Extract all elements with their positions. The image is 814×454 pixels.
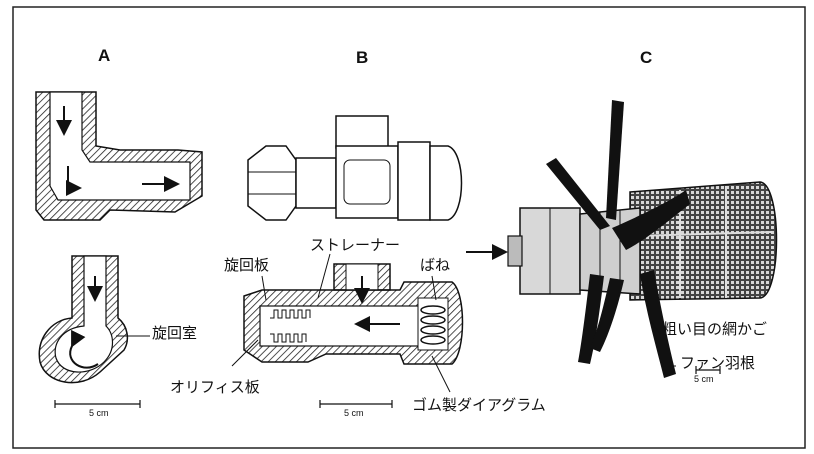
scale-label-a: 5 cm — [89, 408, 109, 418]
label-strainer: ストレーナー — [310, 236, 401, 254]
label-fan-blades: ファン羽根 — [680, 354, 756, 372]
scale-label-b: 5 cm — [344, 408, 364, 418]
panel-label-b: B — [356, 48, 369, 67]
label-coarse-mesh-basket: 粗い目の網かご — [662, 320, 768, 338]
valve-exterior-diagram — [247, 115, 463, 221]
label-swirl-chamber: 旋回室 — [152, 324, 198, 342]
label-rubber-diaphragm: ゴム製ダイアグラム — [412, 396, 546, 414]
label-orifice-plate: オリフィス板 — [170, 378, 260, 396]
panel-label-c: C — [640, 48, 653, 67]
scale-label-c: 5 cm — [694, 374, 714, 384]
panel-label-a: A — [98, 46, 111, 65]
figure-frame — [12, 6, 806, 449]
fan-nozzle-diagram — [507, 100, 778, 378]
swirl-nozzle-diagram — [38, 255, 150, 408]
label-swirl-plate: 旋回板 — [224, 256, 270, 274]
elbow-nozzle-diagram — [35, 91, 203, 221]
valve-cutaway-diagram — [231, 253, 464, 408]
label-spring: ばね — [420, 256, 451, 274]
